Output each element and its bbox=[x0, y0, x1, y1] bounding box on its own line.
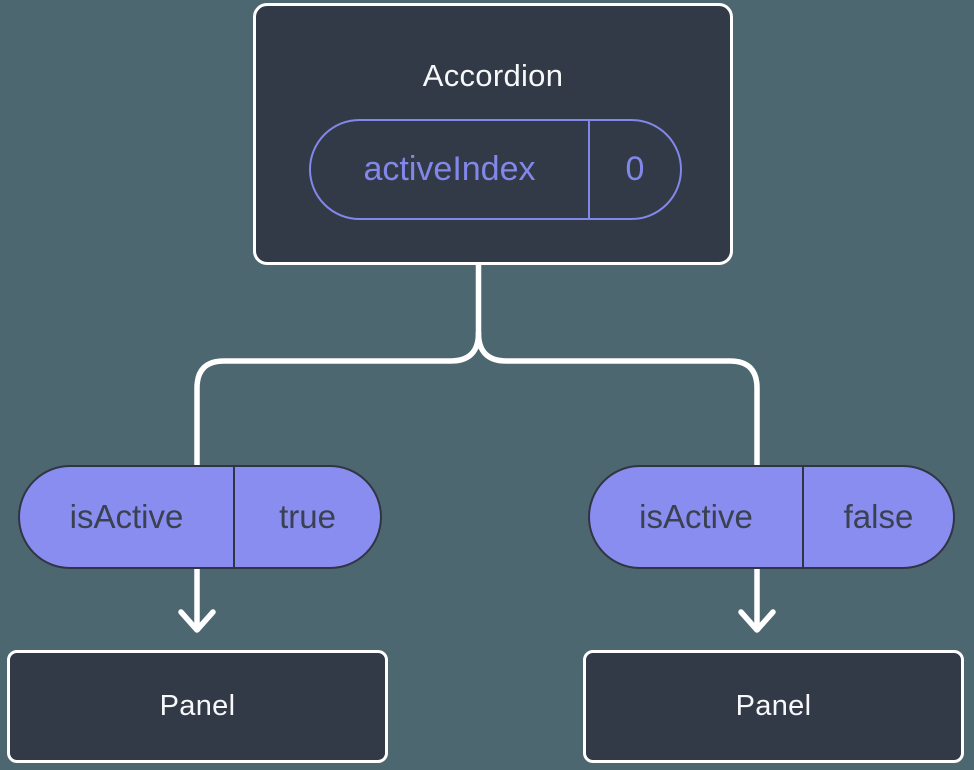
state-name-label: isActive bbox=[69, 498, 184, 535]
prop-name-label: activeIndex bbox=[363, 150, 536, 188]
accordion-node: Accordion activeIndex 0 bbox=[253, 3, 733, 265]
panel-node-left: Panel bbox=[7, 650, 388, 763]
panel-node-title: Panel bbox=[159, 690, 236, 722]
accordion-node-title: Accordion bbox=[422, 58, 564, 93]
panel-node-right: Panel bbox=[583, 650, 964, 763]
state-value-label: true bbox=[233, 467, 380, 567]
connector-branch-right bbox=[475, 330, 760, 632]
state-name-label: isActive bbox=[639, 498, 753, 535]
state-value-label: false bbox=[802, 467, 953, 567]
is-active-false-pill: isActive false bbox=[588, 465, 955, 569]
panel-node-title: Panel bbox=[735, 690, 812, 722]
arrowhead-down-left-icon bbox=[178, 609, 216, 633]
active-index-prop-pill: activeIndex 0 bbox=[309, 119, 682, 220]
connector-branch-left bbox=[194, 330, 482, 632]
is-active-true-pill: isActive true bbox=[18, 465, 382, 569]
arrowhead-down-right-icon bbox=[738, 609, 776, 633]
prop-value-label: 0 bbox=[588, 121, 680, 218]
